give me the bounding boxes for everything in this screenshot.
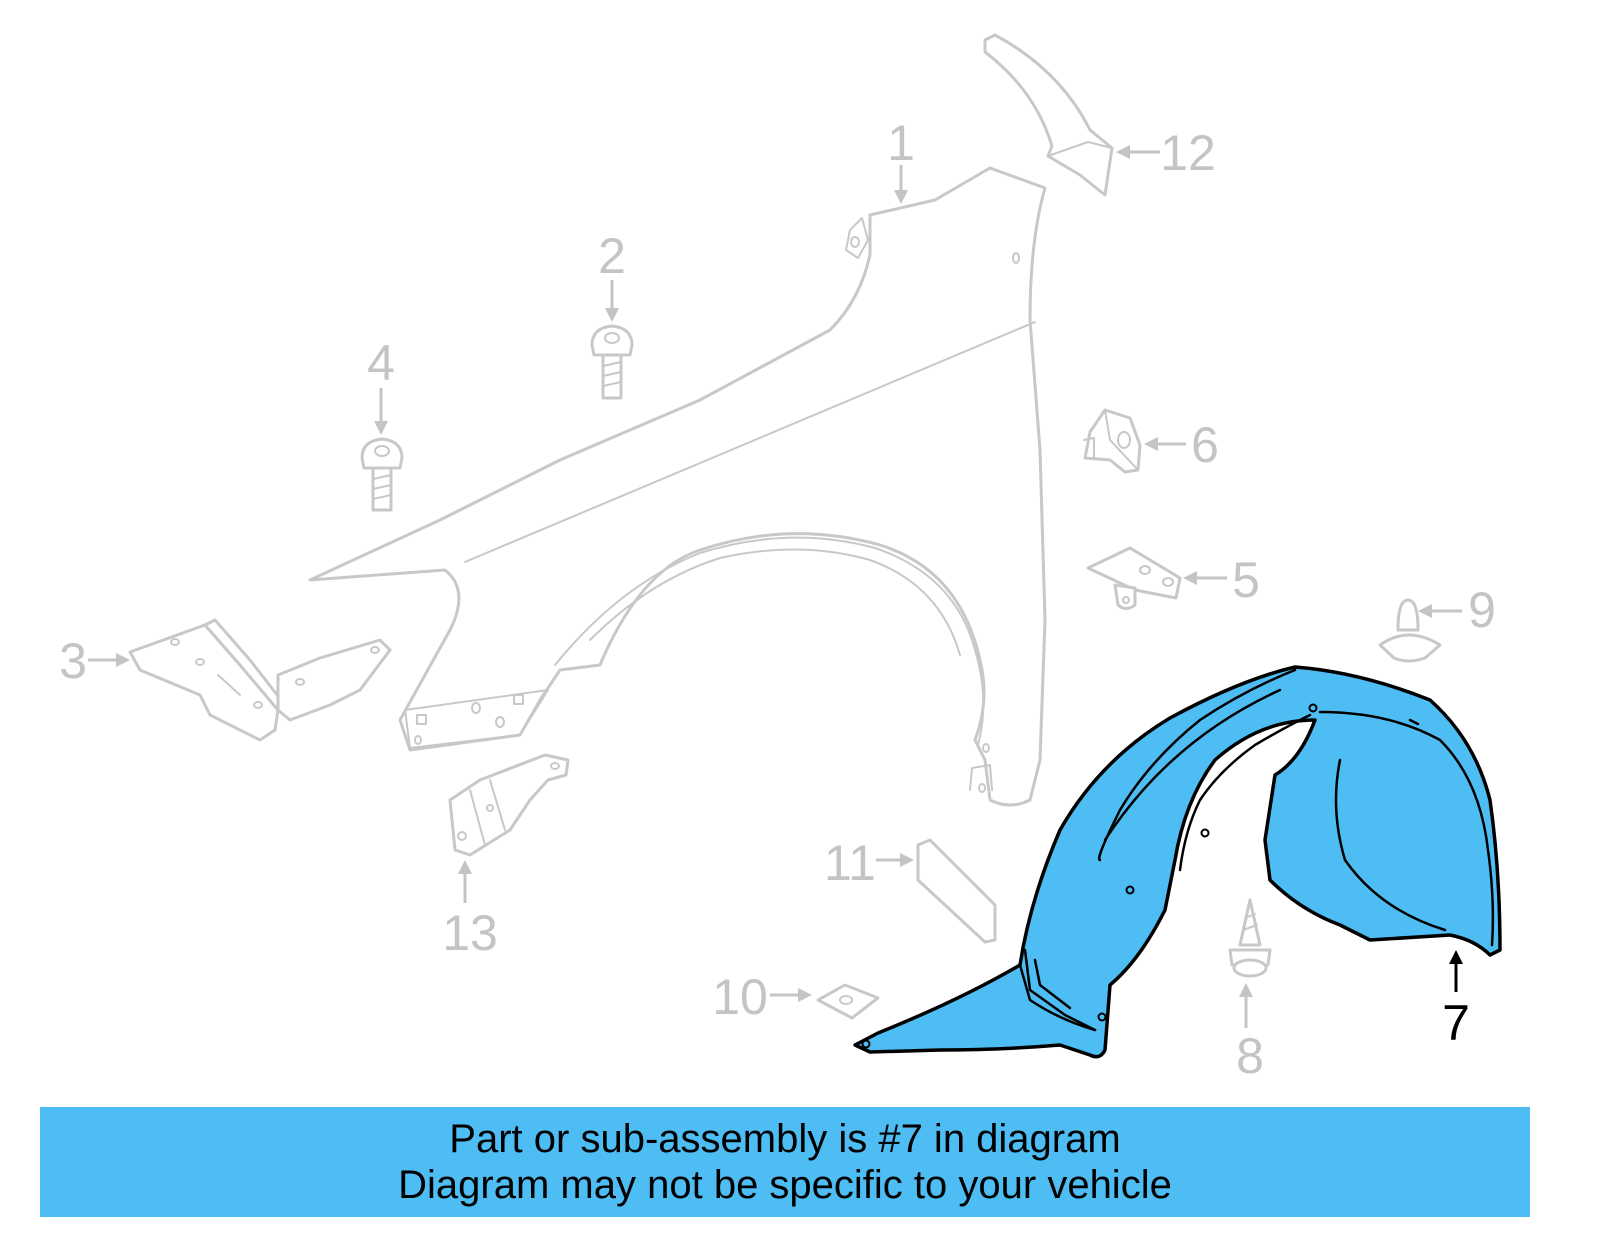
svg-text:11: 11 bbox=[824, 835, 876, 891]
bracket-part-13 bbox=[448, 753, 570, 857]
callout-2: 2 bbox=[598, 228, 626, 322]
seal-part-12 bbox=[983, 33, 1114, 197]
callout-5: 5 bbox=[1183, 552, 1260, 608]
svg-text:2: 2 bbox=[598, 228, 626, 284]
svg-text:7: 7 bbox=[1442, 995, 1470, 1051]
fender-liner-part-7 bbox=[853, 665, 1502, 1059]
svg-text:13: 13 bbox=[442, 905, 498, 961]
svg-text:3: 3 bbox=[59, 633, 87, 689]
screw-part-8 bbox=[1228, 898, 1272, 978]
bracket-part-6 bbox=[1083, 408, 1142, 474]
callout-13: 13 bbox=[442, 860, 498, 961]
callout-3: 3 bbox=[59, 633, 130, 689]
clip-part-9 bbox=[1378, 598, 1442, 663]
callout-4: 4 bbox=[367, 335, 395, 435]
svg-text:12: 12 bbox=[1160, 125, 1216, 181]
callout-9: 9 bbox=[1418, 582, 1496, 638]
banner-line-disclaimer: Diagram may not be specific to your vehi… bbox=[398, 1163, 1172, 1207]
callout-12: 12 bbox=[1116, 125, 1216, 181]
callout-10: 10 bbox=[712, 969, 812, 1025]
banner-line-part-number: Part or sub-assembly is #7 in diagram bbox=[449, 1117, 1121, 1161]
svg-text:10: 10 bbox=[712, 969, 768, 1025]
svg-text:8: 8 bbox=[1236, 1028, 1264, 1084]
callout-7: 7 bbox=[1442, 950, 1470, 1051]
svg-text:9: 9 bbox=[1468, 582, 1496, 638]
fender-part bbox=[308, 166, 1047, 807]
svg-text:4: 4 bbox=[367, 335, 395, 391]
bolt-part-4 bbox=[360, 437, 404, 512]
bracket-part-3 bbox=[128, 618, 392, 742]
svg-text:6: 6 bbox=[1191, 417, 1219, 473]
svg-text:1: 1 bbox=[887, 115, 915, 171]
bolt-part-2 bbox=[590, 324, 634, 400]
callout-1: 1 bbox=[887, 115, 915, 204]
callout-11: 11 bbox=[824, 835, 914, 891]
nut-part-10 bbox=[816, 983, 880, 1020]
info-banner: Part or sub-assembly is #7 in diagram Di… bbox=[40, 1107, 1530, 1217]
info-banner-background bbox=[40, 1107, 1530, 1217]
bracket-part-5 bbox=[1086, 546, 1182, 610]
pad-part-11 bbox=[916, 838, 997, 944]
callout-6: 6 bbox=[1144, 417, 1219, 473]
svg-text:5: 5 bbox=[1232, 552, 1260, 608]
callout-8: 8 bbox=[1236, 983, 1264, 1084]
